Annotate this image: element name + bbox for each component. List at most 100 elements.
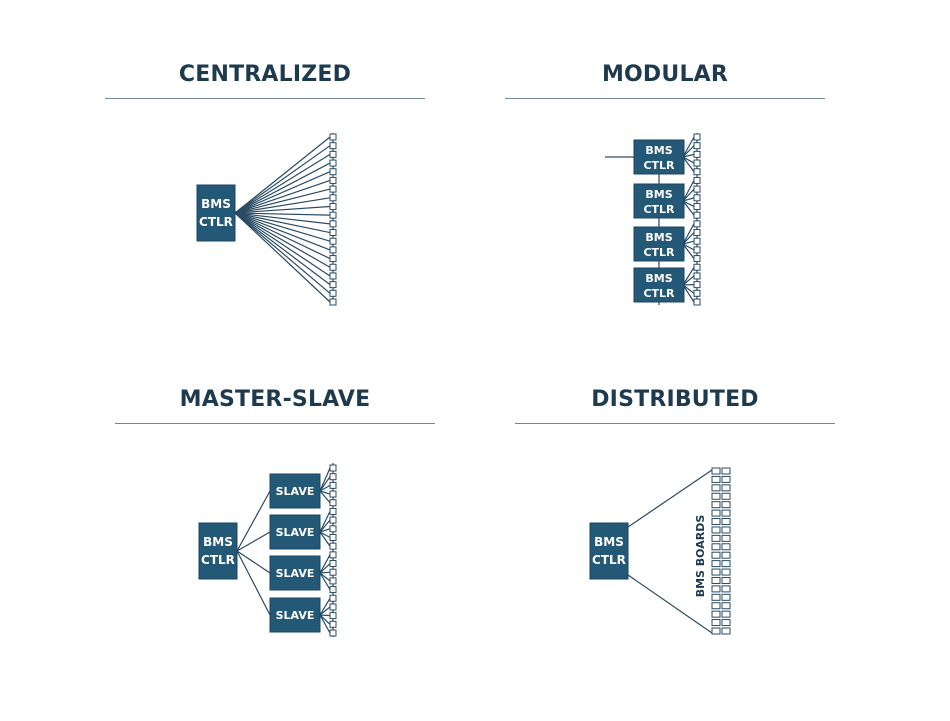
centralized-cell xyxy=(329,159,337,167)
master-slave-cell xyxy=(329,464,337,472)
modular-cell xyxy=(693,168,701,176)
master-slave-wire xyxy=(319,614,331,634)
modular-controller-label: BMS xyxy=(645,272,672,285)
master-slave-wire xyxy=(319,490,331,495)
centralized-wire xyxy=(234,212,331,277)
modular-wire xyxy=(682,243,695,259)
centralized-wire xyxy=(234,212,331,294)
master-slave-wire xyxy=(319,614,331,625)
modular-cell xyxy=(693,150,701,158)
centralized-cell xyxy=(329,229,337,237)
master-slave-cell xyxy=(329,551,337,559)
modular-wire xyxy=(682,266,695,286)
master-controller-label: BMS xyxy=(203,535,233,549)
distributed-comm-line xyxy=(627,574,713,634)
distributed-bms-board xyxy=(721,585,731,593)
centralized-cell xyxy=(329,202,337,210)
centralized-cell xyxy=(329,194,337,202)
distributed-bms-board xyxy=(721,560,731,568)
distributed-bms-board xyxy=(711,534,721,542)
master-slave-cell xyxy=(329,525,337,533)
centralized-wire xyxy=(234,212,331,216)
distributed-bms-board xyxy=(721,475,731,483)
centralized-wire xyxy=(234,212,331,303)
master-slave-wire xyxy=(319,563,331,574)
centralized-cell xyxy=(329,281,337,289)
distributed-bms-board xyxy=(721,619,731,627)
centralized-controller-label: CTLR xyxy=(199,215,233,229)
centralized-cell xyxy=(329,237,337,245)
centralized-wire xyxy=(234,188,331,214)
modular-wire xyxy=(682,180,695,202)
modular-cell xyxy=(693,159,701,167)
master-slave-cell xyxy=(329,629,337,637)
master-slave-cell xyxy=(329,594,337,602)
distributed-bms-board xyxy=(711,501,721,509)
master-slave-wire xyxy=(319,571,331,574)
modular-controller-label: BMS xyxy=(645,231,672,244)
master-slave-wire xyxy=(319,572,331,590)
modular-cell xyxy=(693,246,701,254)
modular-wire xyxy=(682,223,695,245)
master-slave-cell xyxy=(329,516,337,524)
master-controller-label: CTLR xyxy=(201,553,235,567)
master-slave-cell xyxy=(329,560,337,568)
slave-box xyxy=(269,597,321,633)
slave-box xyxy=(269,555,321,591)
modular-cell xyxy=(693,255,701,263)
distributed-bms-board xyxy=(721,627,731,635)
modular-cell xyxy=(693,229,701,237)
centralized-cell xyxy=(329,211,337,219)
centralized-controller-box xyxy=(196,184,236,242)
modular-controller-label: CTLR xyxy=(643,203,675,216)
modular-wire xyxy=(682,243,695,251)
distributed-bms-board xyxy=(711,475,721,483)
master-slave-wire xyxy=(319,528,331,533)
modular-wire xyxy=(682,156,695,164)
master-slave-cell xyxy=(329,473,337,481)
master-slave-cell xyxy=(329,568,337,576)
distributed-bms-board xyxy=(721,610,731,618)
slave-label: SLAVE xyxy=(276,609,315,622)
distributed-bms-board xyxy=(721,602,731,610)
centralized-wire xyxy=(234,212,331,251)
master-slave-wire xyxy=(319,511,331,533)
distributed-bms-board xyxy=(721,543,731,551)
master-slave-link xyxy=(236,531,271,552)
distributed-bms-board xyxy=(711,518,721,526)
modular-cell xyxy=(693,142,701,150)
master-controller-box xyxy=(198,522,238,580)
slave-box xyxy=(269,514,321,550)
modular-wire xyxy=(682,275,695,286)
modular-cell xyxy=(693,237,701,245)
master-slave-cell xyxy=(329,533,337,541)
modular-controller-box xyxy=(633,139,685,175)
distributed-controller-label: BMS xyxy=(594,535,624,549)
modular-wire xyxy=(682,156,695,173)
master-slave-wire xyxy=(319,572,331,582)
slave-box xyxy=(269,473,321,509)
distributed-bms-board xyxy=(711,467,721,475)
modular-wire xyxy=(682,136,695,158)
distributed-bms-board xyxy=(721,518,731,526)
modular-cell xyxy=(693,220,701,228)
distributed-bms-board xyxy=(721,534,731,542)
centralized-wire xyxy=(234,212,331,286)
distributed-bms-board xyxy=(721,551,731,559)
modular-controller-label: BMS xyxy=(645,188,672,201)
modular-controller-label: CTLR xyxy=(643,246,675,259)
modular-cell xyxy=(693,211,701,219)
modular-cell xyxy=(693,176,701,184)
centralized-title: CENTRALIZED xyxy=(178,62,352,87)
centralized-wire xyxy=(234,162,331,214)
modular-title: MODULAR xyxy=(601,62,729,87)
distributed-bms-board xyxy=(711,602,721,610)
master-slave-wire xyxy=(319,519,331,533)
centralized-cell xyxy=(329,272,337,280)
master-slave-cell xyxy=(329,542,337,550)
centralized-cell xyxy=(329,246,337,254)
centralized-cell xyxy=(329,289,337,297)
centralized-wire xyxy=(234,205,331,214)
distributed-bms-board xyxy=(711,627,721,635)
